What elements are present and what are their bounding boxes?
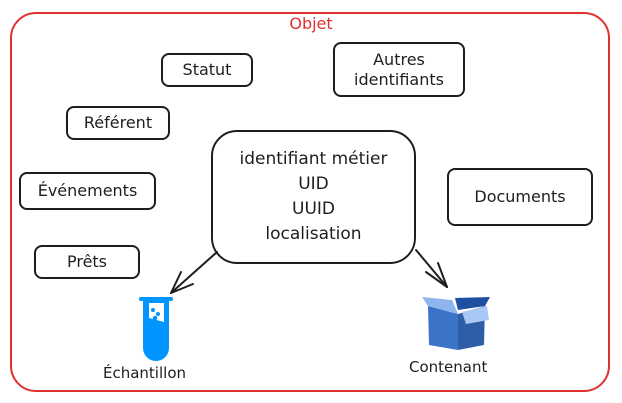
evenements-box[interactable]: Événements — [19, 172, 156, 210]
autres-identifiants-box[interactable]: Autres identifiants — [333, 42, 465, 97]
documents-box[interactable]: Documents — [447, 168, 593, 226]
frame-title: Objet — [289, 14, 333, 33]
contenant-label: Contenant — [409, 358, 488, 376]
objet-frame — [10, 12, 610, 392]
center-line: identifiant métier — [239, 149, 388, 169]
echantillon-label: Échantillon — [103, 364, 186, 382]
center-line: UUID — [292, 199, 335, 219]
prets-box[interactable]: Prêts — [34, 245, 140, 279]
arrow-to-contenant — [415, 249, 448, 288]
center-identifiers-box[interactable]: identifiant métier UID UUID localisation — [211, 130, 416, 264]
autres-line: Autres — [373, 49, 425, 69]
identifiants-line: identifiants — [354, 69, 444, 89]
center-line: UID — [298, 174, 329, 194]
test-tube-icon — [139, 297, 173, 361]
center-line: localisation — [265, 224, 362, 244]
referent-box[interactable]: Référent — [66, 106, 170, 140]
statut-box[interactable]: Statut — [161, 53, 253, 87]
cardboard-box-icon — [422, 297, 490, 350]
arrow-to-echantillon — [170, 251, 218, 294]
